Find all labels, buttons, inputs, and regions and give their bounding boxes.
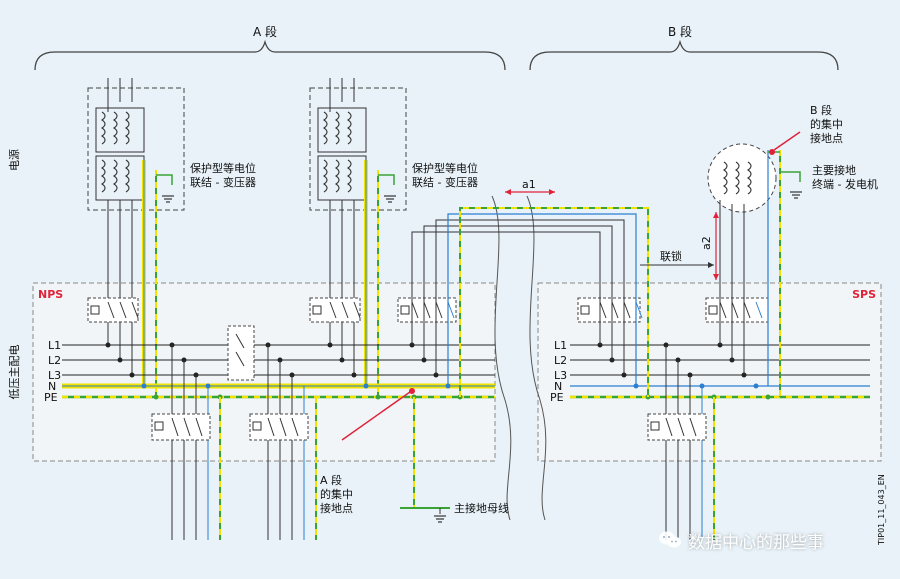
b-central-ground-label: B 段 的集中 接地点 [810, 103, 843, 145]
svg-text:的集中: 的集中 [320, 487, 353, 501]
svg-text:L3: L3 [554, 369, 567, 382]
svg-text:联结 - 变压器: 联结 - 变压器 [412, 175, 478, 189]
dim-a1-arrow [505, 189, 555, 195]
svg-text:L2: L2 [48, 354, 61, 367]
feeder-1 [151, 345, 221, 540]
generator-circle [707, 143, 777, 213]
svg-text:接地点: 接地点 [810, 132, 843, 145]
section-a-title: A 段 [253, 24, 277, 39]
break-curve-right [526, 195, 547, 521]
svg-text:PE: PE [44, 391, 58, 404]
svg-text:终端 - 发电机: 终端 - 发电机 [812, 177, 878, 191]
sps-label: SPS [852, 288, 876, 301]
sps-bus-labels: L1 L2 L3 N PE [550, 339, 567, 404]
nps-label: NPS [38, 288, 63, 301]
figure-code: TIP01_11_043_EN [877, 474, 886, 546]
breaker-incoming-2 [309, 297, 361, 323]
svg-text:L2: L2 [554, 354, 567, 367]
feeder-3 [647, 345, 715, 540]
main-earth-bus-label: 主接地母线 [454, 501, 509, 515]
section-a-brace [34, 39, 506, 71]
transformer-1-coils [95, 78, 145, 201]
svg-text:N: N [554, 380, 562, 393]
dim-a1-label: a1 [522, 178, 536, 191]
svg-text:L1: L1 [48, 339, 61, 352]
svg-text:A 段: A 段 [320, 473, 342, 487]
svg-text:接地点: 接地点 [320, 502, 353, 515]
generator-phase-lines [719, 200, 745, 375]
watermark-text: 数据中心的那些事 [688, 532, 824, 553]
breaker-tie-nps [397, 297, 457, 323]
side-label-power-source: 电源 [7, 149, 21, 171]
dim-a2-arrow [713, 212, 719, 280]
svg-text:B 段: B 段 [810, 103, 832, 117]
section-b-title: B 段 [668, 24, 692, 39]
nps-bus-labels: L1 L2 L3 N PE [44, 339, 61, 404]
feeder-2 [249, 345, 317, 540]
break-curve-left [491, 195, 512, 521]
svg-text:N: N [48, 380, 56, 393]
breaker-sps-tie [577, 297, 643, 323]
svg-text:L1: L1 [554, 339, 567, 352]
transformer-2-box [309, 87, 407, 211]
transformer-2-bonding-label: 保护型等电位 联结 - 变压器 [412, 161, 478, 189]
svg-text:联结 - 变压器: 联结 - 变压器 [190, 175, 256, 189]
tie-cables [411, 219, 625, 375]
wechat-icon [659, 531, 681, 548]
watermark: 数据中心的那些事 [658, 528, 824, 553]
side-label-lv-distribution: 低压主配电 [8, 345, 21, 400]
dim-a2-label: a2 [700, 236, 713, 250]
transformer-2-coils [317, 78, 367, 201]
breaker-generator [705, 297, 769, 323]
svg-text:保护型等电位: 保护型等电位 [412, 161, 478, 175]
transformer-1-bonding-label: 保护型等电位 联结 - 变压器 [190, 161, 256, 189]
breaker-incoming-1 [87, 297, 139, 323]
section-b-brace [529, 39, 839, 71]
svg-text:保护型等电位: 保护型等电位 [190, 161, 256, 175]
breaker-bus-coupler [227, 325, 255, 381]
svg-text:的集中: 的集中 [810, 117, 843, 131]
a-central-ground-label: A 段 的集中 接地点 [320, 473, 353, 515]
main-ground-terminal-label: 主要接地 终端 - 发电机 [812, 164, 878, 191]
transformer-1-box [87, 87, 185, 211]
interlock-label: 联锁 [660, 249, 682, 263]
a-central-ground-point [409, 388, 415, 394]
svg-text:PE: PE [550, 391, 564, 404]
b-central-ground-point [769, 149, 775, 155]
svg-text:L3: L3 [48, 369, 61, 382]
svg-text:主要接地: 主要接地 [812, 164, 856, 177]
